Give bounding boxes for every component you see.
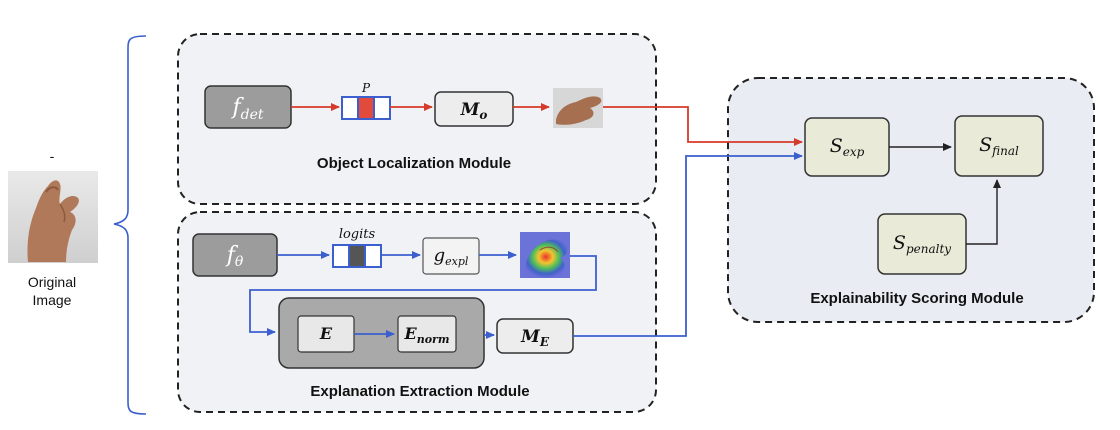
localized-hand-crop [553, 88, 603, 128]
original-image [8, 171, 98, 263]
explainability-scoring-module [727, 77, 1095, 323]
logits-label: logits [339, 227, 376, 242]
input-brace [113, 35, 147, 415]
s-penalty-label: Spenalty [893, 232, 951, 256]
s-exp-label: Sexp [830, 135, 865, 159]
m-e-label: ME [520, 327, 550, 349]
m-o-node [434, 91, 514, 127]
arrow-heatmap-loop [249, 255, 597, 336]
arrow-me-sexp [573, 152, 803, 337]
explanation-heatmap [520, 232, 570, 278]
object-localization-module [177, 33, 657, 205]
g-expl-label: gexpl [434, 245, 469, 268]
explanation-extraction-title: Explanation Extraction Module [310, 383, 529, 400]
e-norm-node [397, 315, 457, 353]
arrow-crop-sexp [603, 106, 803, 146]
e-label: E [319, 324, 333, 343]
e-norm-label: Enorm [404, 324, 450, 346]
arrow-spenalty-sfinal [966, 179, 1001, 245]
m-o-label: Mo [460, 100, 488, 122]
image-dot: - [50, 148, 55, 164]
original-image-caption-line2: Image [33, 292, 72, 308]
s-final-node [954, 115, 1044, 177]
original-image-caption-line1: Original [28, 274, 76, 290]
g-expl-node [422, 237, 480, 275]
s-final-label: Sfinal [979, 134, 1019, 158]
explainability-scoring-title: Explainability Scoring Module [810, 290, 1023, 307]
object-localization-title: Object Localization Module [317, 155, 511, 172]
p-vector [341, 96, 391, 120]
p-label: P [361, 81, 371, 95]
logits-vector [332, 244, 382, 268]
